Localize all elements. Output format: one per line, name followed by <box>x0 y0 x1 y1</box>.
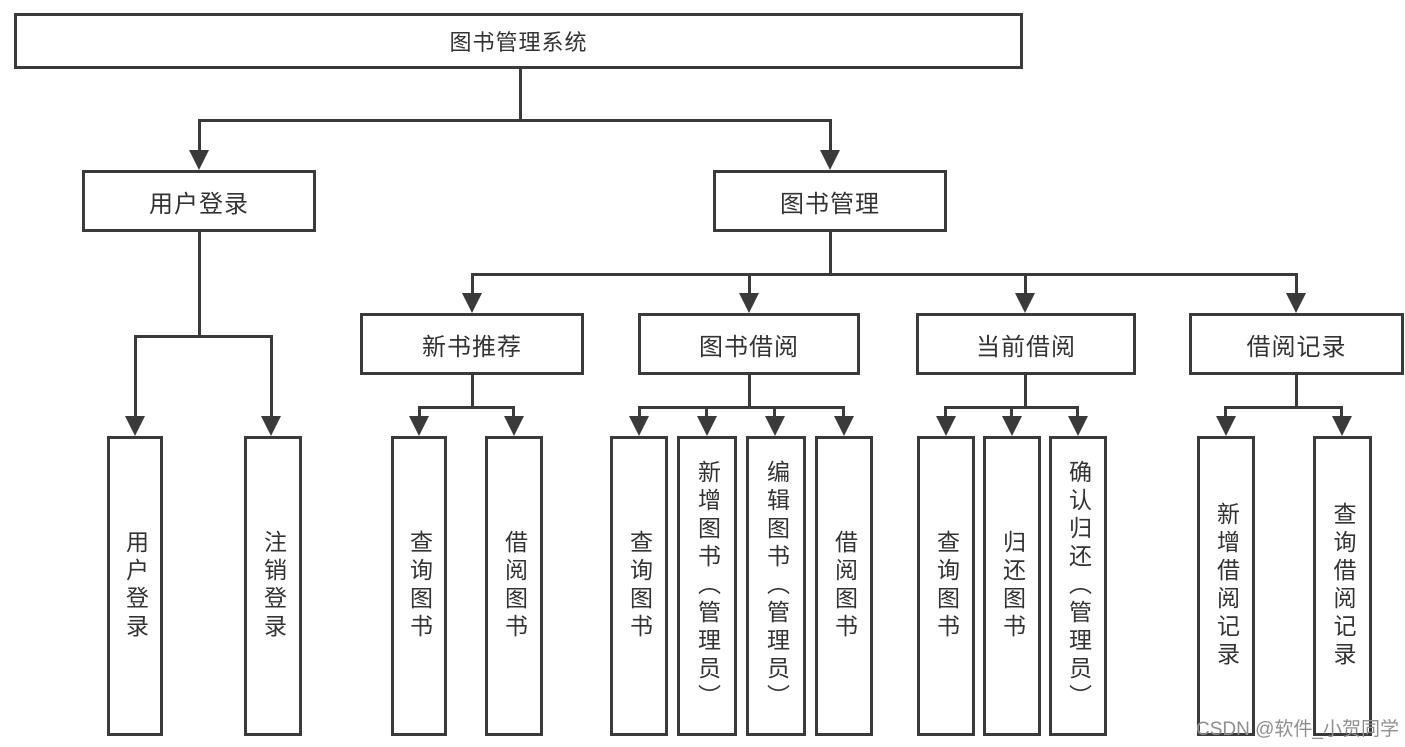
connector-drop <box>134 335 137 416</box>
connector-drop <box>705 406 708 417</box>
leaf-br-add-record-label: 新增借阅记录 <box>1213 502 1240 670</box>
leaf-logout-login-label: 注销登录 <box>260 530 287 642</box>
leaf-bb-add-books-admin-label: 新增图书（管理员） <box>694 460 721 712</box>
leaf-br-query-record: 查询借阅记录 <box>1313 436 1372 736</box>
connector-drop <box>512 406 515 417</box>
leaf-bb-edit-books-admin-label: 编辑图书（管理员） <box>763 460 790 712</box>
leaf-bb-add-books-admin: 新增图书（管理员） <box>677 436 737 736</box>
node-current-borrowing-label: 当前借阅 <box>976 333 1076 361</box>
arrowhead-down <box>629 416 649 436</box>
arrowhead-down <box>189 150 209 170</box>
connector-drop <box>1340 406 1343 417</box>
arrowhead-down <box>125 416 145 436</box>
connector-drop <box>1010 406 1013 417</box>
arrowhead-down <box>462 293 482 313</box>
node-new-book-recommend-label: 新书推荐 <box>422 333 522 361</box>
leaf-cb-return-books: 归还图书 <box>983 436 1041 736</box>
connector-drop <box>198 119 201 152</box>
connector-drop <box>638 406 641 417</box>
arrowhead-down <box>1002 416 1022 436</box>
arrowhead-down <box>1015 293 1035 313</box>
leaf-cb-confirm-return-admin-label: 确认归还（管理员） <box>1065 460 1092 712</box>
arrowhead-down <box>261 416 281 436</box>
connector-bar <box>638 406 845 409</box>
connector-drop <box>1076 406 1079 417</box>
leaf-nb-query-books: 查询图书 <box>391 436 447 736</box>
connector-root-stem <box>519 69 522 120</box>
connector-drop <box>1024 273 1027 294</box>
connector-drop <box>471 273 474 294</box>
node-book-borrowing: 图书借阅 <box>638 313 860 375</box>
arrowhead-down <box>1216 416 1236 436</box>
leaf-logout-login: 注销登录 <box>244 436 302 736</box>
connector-stem <box>748 375 751 406</box>
arrowhead-down <box>820 150 840 170</box>
node-borrowing-records-label: 借阅记录 <box>1246 333 1347 361</box>
leaf-bb-edit-books-admin: 编辑图书（管理员） <box>746 436 806 736</box>
arrowhead-down <box>739 293 759 313</box>
connector-drop <box>944 406 947 417</box>
leaf-cb-return-books-label: 归还图书 <box>999 530 1026 642</box>
arrowhead-down <box>936 416 956 436</box>
leaf-cb-confirm-return-admin: 确认归还（管理员） <box>1049 436 1107 736</box>
leaf-nb-borrow-books-label: 借阅图书 <box>501 530 528 642</box>
connector-drop <box>270 335 273 416</box>
connector-drop <box>748 273 751 294</box>
arrowhead-down <box>1332 416 1352 436</box>
leaf-br-query-record-label: 查询借阅记录 <box>1330 502 1356 670</box>
arrowhead-down <box>834 416 854 436</box>
connector-drop <box>842 406 845 417</box>
arrowhead-down <box>409 416 429 436</box>
leaf-user-login: 用户登录 <box>107 436 163 736</box>
connector-bar <box>1225 406 1343 409</box>
leaf-bb-borrow-books: 借阅图书 <box>815 436 873 736</box>
node-book-management-label: 图书管理 <box>780 190 880 218</box>
connector-user-login-bar <box>134 335 273 338</box>
arrowhead-down <box>504 416 524 436</box>
node-root-label: 图书管理系统 <box>449 30 588 55</box>
connector-bar <box>418 406 515 409</box>
connector-drop <box>418 406 421 417</box>
node-user-login-label: 用户登录 <box>149 190 249 218</box>
leaf-nb-borrow-books: 借阅图书 <box>485 436 543 736</box>
node-root: 图书管理系统 <box>14 13 1023 69</box>
connector-root-bar <box>198 119 832 122</box>
arrowhead-down <box>1286 293 1306 313</box>
node-user-login: 用户登录 <box>82 170 316 232</box>
connector-drop <box>773 406 776 417</box>
connector-book-mgmt-stem <box>829 232 832 273</box>
leaf-user-login-label: 用户登录 <box>122 530 149 642</box>
leaf-cb-query-books-label: 查询图书 <box>933 530 960 642</box>
leaf-cb-query-books: 查询图书 <box>917 436 975 736</box>
connector-stem <box>1295 375 1298 406</box>
arrowhead-down <box>1068 416 1088 436</box>
connector-stem <box>1024 375 1027 406</box>
node-new-book-recommend: 新书推荐 <box>360 313 584 375</box>
node-book-borrowing-label: 图书借阅 <box>699 333 799 361</box>
connector-drop <box>1224 406 1227 417</box>
node-book-management: 图书管理 <box>713 170 947 232</box>
connector-drop <box>1295 273 1298 294</box>
csdn-watermark: CSDN @软件_小贺同学 <box>1196 719 1399 740</box>
node-current-borrowing: 当前借阅 <box>916 313 1136 375</box>
connector-stem <box>471 375 474 406</box>
connector-book-mgmt-bar <box>471 273 1297 276</box>
connector-drop <box>829 119 832 152</box>
leaf-br-add-record: 新增借阅记录 <box>1197 436 1255 736</box>
leaf-bb-query-books: 查询图书 <box>610 436 668 736</box>
arrowhead-down <box>697 416 717 436</box>
leaf-nb-query-books-label: 查询图书 <box>406 530 433 642</box>
node-borrowing-records: 借阅记录 <box>1189 313 1404 375</box>
arrowhead-down <box>765 416 785 436</box>
connector-user-login-stem <box>198 232 201 335</box>
leaf-bb-query-books-label: 查询图书 <box>626 530 653 642</box>
leaf-bb-borrow-books-label: 借阅图书 <box>831 530 858 642</box>
